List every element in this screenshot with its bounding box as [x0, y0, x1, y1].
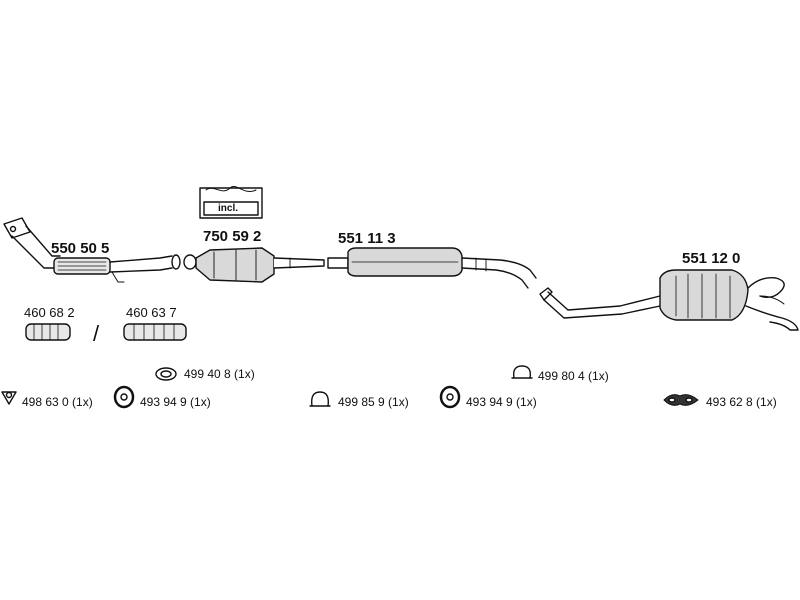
- middle-silencer-drawing[interactable]: [327, 247, 537, 289]
- catalytic-converter-drawing[interactable]: [183, 247, 325, 283]
- accessory-label: 498 63 0 (1x): [22, 395, 93, 409]
- accessory-label: 499 40 8 (1x): [184, 367, 255, 381]
- ring-hanger-icon: [155, 367, 177, 381]
- gasket-icon: [1, 391, 17, 405]
- flex-pipe-separator: /: [93, 321, 100, 346]
- double-ring-hanger-icon: [663, 394, 699, 406]
- flex-pipe-left-drawing[interactable]: [25, 323, 71, 341]
- rear-silencer-drawing[interactable]: [539, 269, 799, 331]
- hanger-icon: [309, 391, 331, 407]
- accessory-label: 493 94 9 (1x): [140, 395, 211, 409]
- rear-silencer-label: 551 12 0: [682, 250, 741, 267]
- rubber-mount-icon: [113, 385, 135, 409]
- middle-silencer-label: 551 11 3: [338, 230, 396, 247]
- flex-pipe-right-label: 460 63 7: [126, 305, 177, 320]
- hanger-icon: [511, 365, 533, 379]
- flex-pipe-right-drawing[interactable]: [123, 323, 187, 341]
- accessory-label: 499 80 4 (1x): [538, 369, 609, 383]
- included-parts-box: [199, 186, 263, 219]
- rubber-mount-icon: [439, 385, 461, 409]
- front-pipe-drawing[interactable]: [3, 217, 181, 283]
- catalytic-converter-label: 750 59 2: [203, 228, 262, 245]
- flex-pipe-left-label: 460 68 2: [24, 305, 75, 320]
- accessory-label: 499 85 9 (1x): [338, 395, 409, 409]
- accessory-label: 493 94 9 (1x): [466, 395, 537, 409]
- incl-label: incl.: [218, 203, 239, 214]
- accessory-label: 493 62 8 (1x): [706, 395, 777, 409]
- front-pipe-label: 550 50 5: [51, 240, 110, 257]
